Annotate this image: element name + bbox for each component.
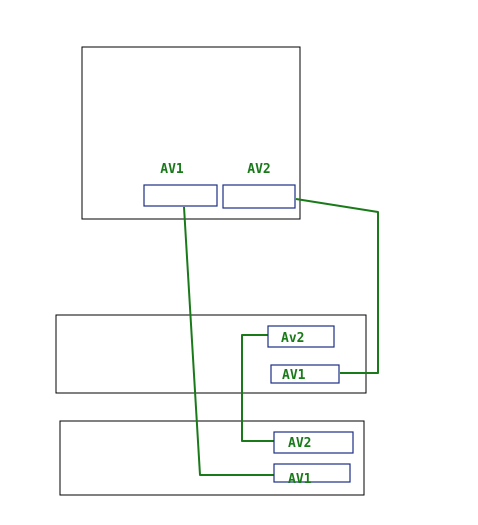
wire-top-av2-to-middle-av1 [295, 198, 379, 374]
top-port-av2[interactable] [222, 184, 296, 209]
top-port-av1[interactable] [143, 184, 218, 207]
wire-top-av1-to-bottom-av1 [183, 206, 276, 476]
top-port-av2-label: AV2 [247, 162, 270, 177]
bottom-port-av1[interactable] [273, 463, 351, 483]
wire-middle-av2-to-bottom-av2 [241, 334, 276, 442]
bottom-port-av2-label: AV2 [288, 436, 311, 451]
middle-port-av1[interactable] [270, 364, 340, 384]
middle-port-av1-label: AV1 [282, 368, 306, 383]
bottom-port-av1-label: AV1 [288, 472, 312, 487]
top-port-av1-label: AV1 [160, 162, 184, 177]
middle-port-av2[interactable] [267, 325, 335, 348]
middle-port-av2-label: Av2 [281, 331, 304, 346]
bottom-port-av2[interactable] [273, 431, 354, 454]
